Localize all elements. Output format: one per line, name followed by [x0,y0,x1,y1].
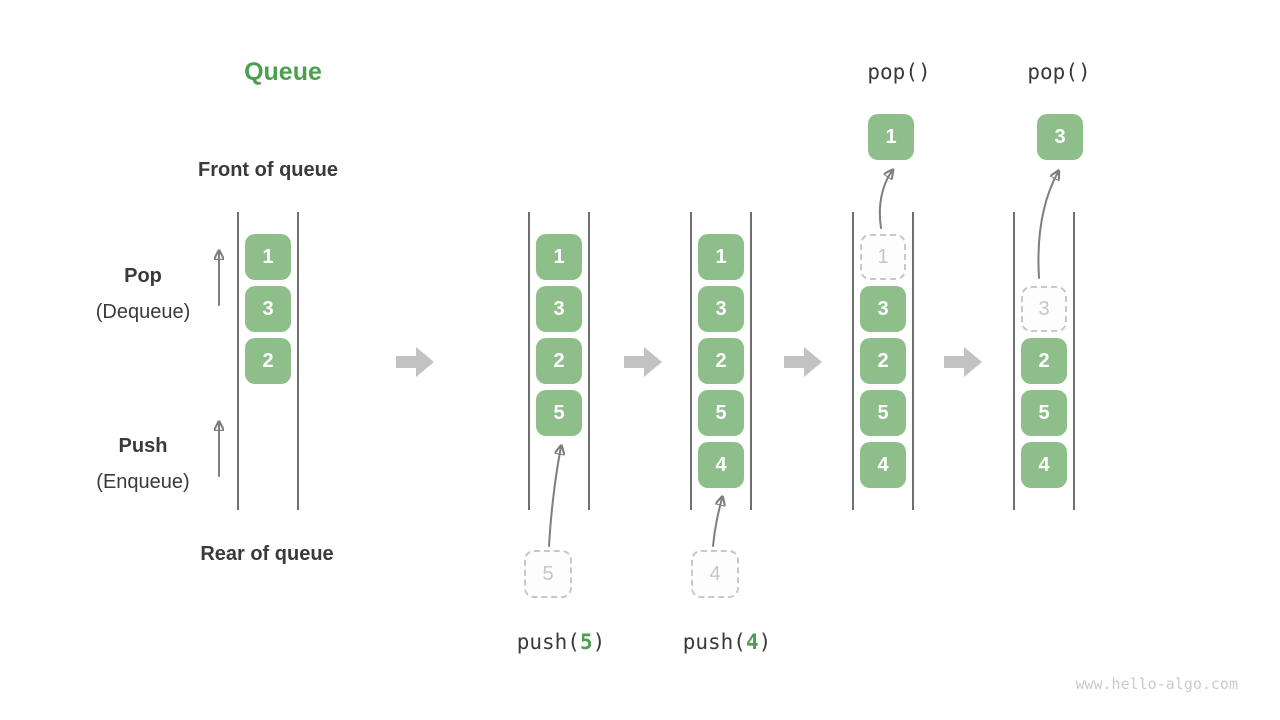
push-arg-text: 4 [745,630,759,654]
pop-label: Pop [124,265,162,287]
dequeue-label: (Dequeue) [95,301,191,323]
queue-cell: 2 [860,338,906,384]
watermark: www.hello-algo.com [1075,675,1238,693]
popped-slot-ghost: 3 [1021,286,1067,332]
pop-direction-label: Pop (Dequeue) [53,258,233,330]
queue-cell: 4 [698,442,744,488]
push-fn-text: push( [516,630,580,654]
incoming-element-ghost: 4 [691,550,739,598]
popped-element: 3 [1037,114,1083,160]
transition-arrow-icon [944,347,982,377]
enqueue-label: (Enqueue) [96,471,190,493]
pop-call-label: pop() [1027,60,1091,84]
popped-element: 1 [868,114,914,160]
push5-arrow-icon [548,447,561,547]
queue-wall [588,212,590,510]
queue-cell: 3 [245,286,291,332]
queue-wall [750,212,752,510]
queue-wall [912,212,914,510]
transition-arrow-icon [396,347,434,377]
push-label: Push [118,435,168,457]
incoming-element-ghost: 5 [524,550,572,598]
push-close-text: ) [592,630,606,654]
rear-of-queue-label: Rear of queue [200,543,334,565]
push4-arrow-icon [712,498,722,547]
queue-cell: 1 [536,234,582,280]
queue-cell: 2 [536,338,582,384]
queue-cell: 3 [536,286,582,332]
queue-wall [690,212,692,510]
transition-arrow-icon [784,347,822,377]
queue-wall [1073,212,1075,510]
queue-cell: 3 [860,286,906,332]
push-direction-label: Push (Enqueue) [53,428,233,500]
transition-arrow-icon [624,347,662,377]
pop3-arrow-icon [1037,172,1058,279]
queue-wall [297,212,299,510]
queue-cell: 5 [860,390,906,436]
queue-wall [1013,212,1015,510]
queue-cell: 4 [1021,442,1067,488]
queue-cell: 4 [860,442,906,488]
queue-cell: 5 [536,390,582,436]
diagram-title: Queue [244,58,322,86]
queue-cell: 1 [245,234,291,280]
push-arg-text: 5 [579,630,593,654]
queue-wall [852,212,854,510]
push-call-label: push(4) [657,630,797,654]
queue-cell: 5 [698,390,744,436]
pop-call-label: pop() [867,60,931,84]
front-of-queue-label: Front of queue [198,159,338,181]
queue-cell: 2 [245,338,291,384]
queue-cell: 2 [698,338,744,384]
queue-wall [237,212,239,510]
push-fn-text: push( [682,630,746,654]
queue-cell: 2 [1021,338,1067,384]
queue-cell: 5 [1021,390,1067,436]
popped-slot-ghost: 1 [860,234,906,280]
queue-cell: 3 [698,286,744,332]
push-close-text: ) [758,630,772,654]
queue-wall [528,212,530,510]
push-call-label: push(5) [491,630,631,654]
queue-cell: 1 [698,234,744,280]
pop1-arrow-icon [878,171,892,229]
